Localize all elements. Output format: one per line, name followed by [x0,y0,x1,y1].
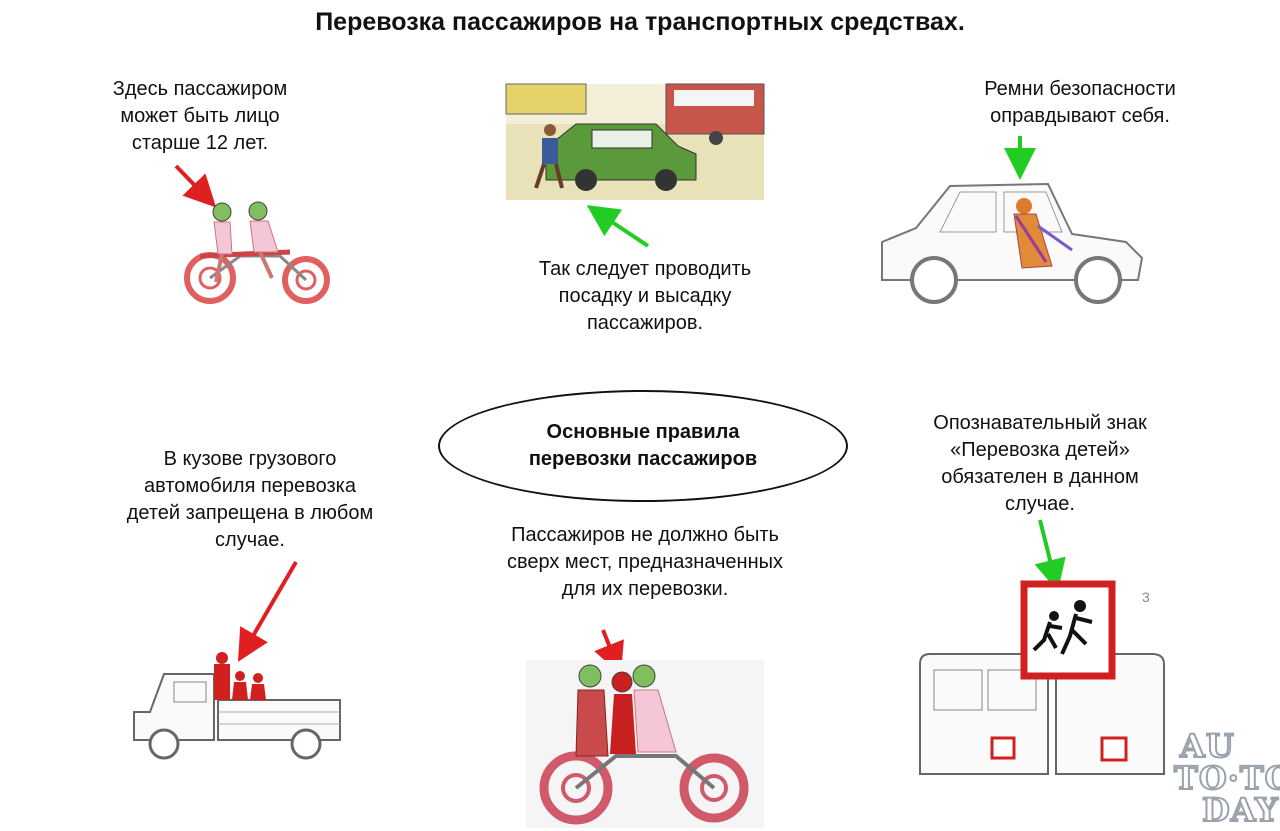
boarding-illustration [505,83,765,200]
red-arrow-truck [237,560,298,662]
caption-boarding: Так следует проводить посадку и высадку … [538,258,752,334]
motorcycle-child-illustration [184,201,330,304]
logo-line1: AU [1179,727,1235,765]
children-sign-illustration: 3 [919,580,1165,775]
red-arrow-overload [594,629,624,675]
autotoday-logo: AU TO·TO DAY [1172,727,1280,830]
green-arrow-sign [1034,519,1066,592]
truck-illustration [133,652,341,760]
seatbelt-car-illustration [881,182,1144,304]
page-title: Перевозка пассажиров на транспортных сре… [315,8,965,36]
sign-page-number: 3 [1142,589,1150,605]
caption-sign: Опознавательный знак «Перевозка детей» о… [933,412,1147,515]
overload-motorcycle-illustration [526,660,764,828]
caption-overload: Пассажиров не должно быть сверх мест, пр… [506,524,784,600]
caption-moto-child: Здесь пассажиром может быть лицо старше … [112,78,288,154]
center-label: Основные правила перевозки пассажиров [528,421,758,470]
logo-line2: TO·TO [1173,759,1280,797]
caption-truck: В кузове грузового автомобиля перевозка … [126,448,374,551]
logo-line3: DAY [1201,791,1279,829]
caption-seatbelts: Ремни безопасности оправдывают себя. [984,78,1176,127]
red-arrow-moto [174,164,217,208]
green-arrow-boarding [586,205,650,248]
center-oval: Основные правила перевозки пассажиров [438,390,848,502]
